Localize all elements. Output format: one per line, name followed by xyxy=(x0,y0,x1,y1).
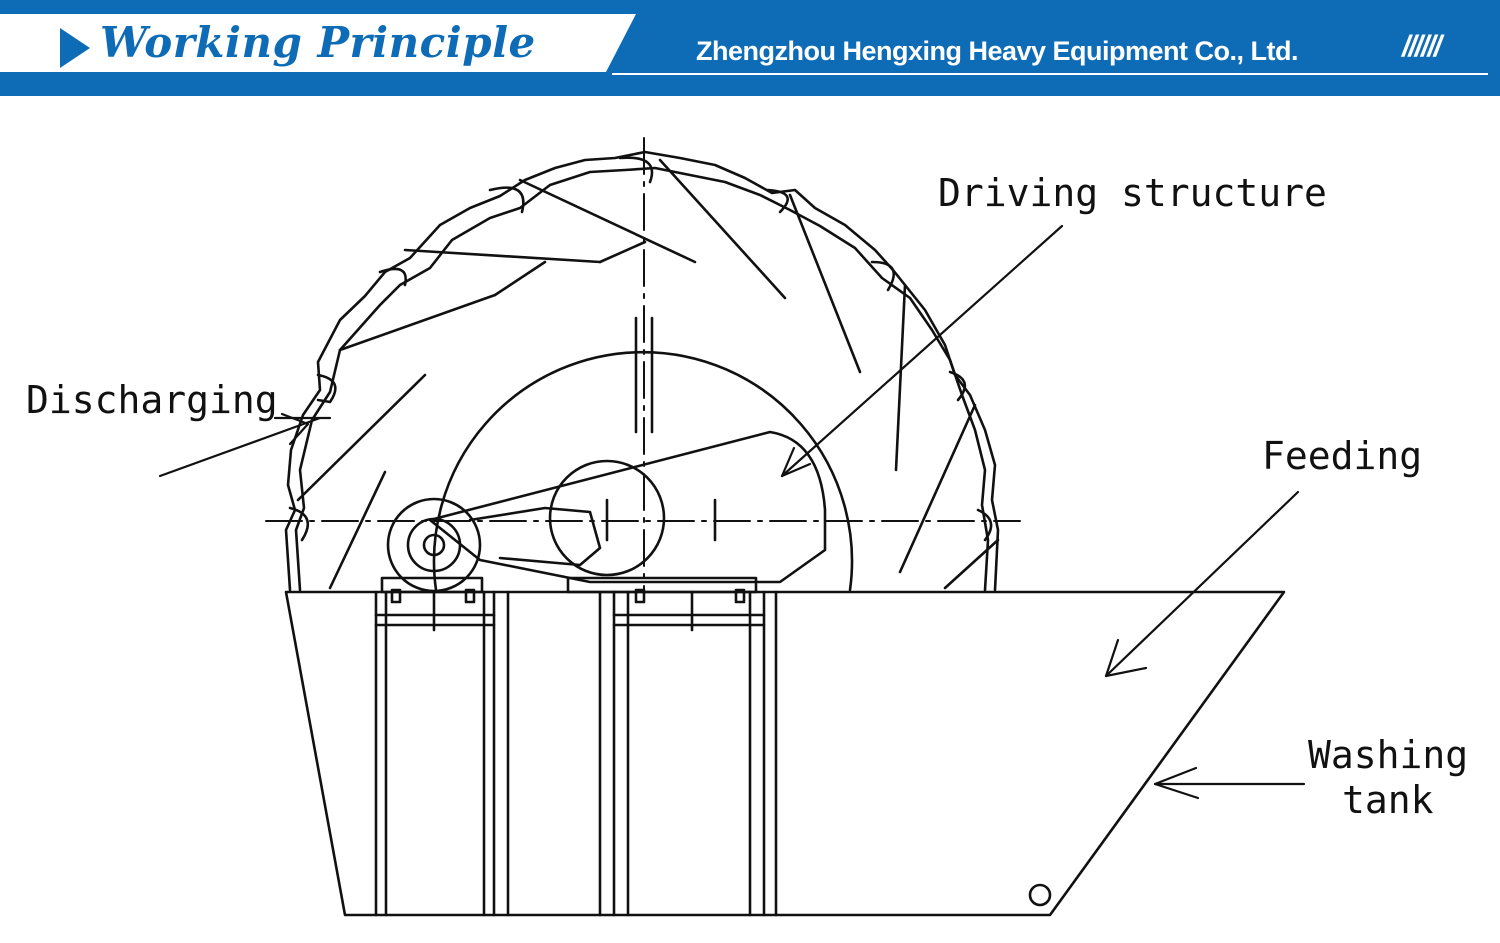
bucket-blade xyxy=(658,158,787,300)
arrow-icon xyxy=(780,224,1064,478)
label-discharging: Discharging xyxy=(26,378,278,422)
driving-structure xyxy=(380,430,827,594)
bucket-blade xyxy=(518,178,697,264)
bucket-blade xyxy=(296,373,427,502)
center-lines xyxy=(265,137,1021,591)
arrowhead xyxy=(1153,766,1200,800)
bolt-head xyxy=(734,588,746,604)
belt-housing xyxy=(428,430,827,584)
bucket-blade xyxy=(598,240,647,264)
bucket-blade xyxy=(943,538,1000,590)
annotation-arrows xyxy=(158,224,1306,800)
title-white-panel xyxy=(0,14,636,72)
bucket-notch xyxy=(948,370,967,402)
header-background xyxy=(0,0,1500,96)
tank-outline xyxy=(284,590,1286,917)
arrowhead xyxy=(280,412,310,446)
bolt-head xyxy=(390,588,402,604)
drain-port xyxy=(1028,883,1052,907)
page-title: Working Principle xyxy=(100,18,536,67)
bucket-blade xyxy=(328,470,387,590)
bucket-blade xyxy=(338,293,497,352)
motor-shaft xyxy=(422,533,446,557)
arrowhead xyxy=(1104,638,1148,678)
bolt-head xyxy=(464,588,476,604)
gear-box xyxy=(468,506,602,567)
bucket-notch xyxy=(316,373,337,404)
bucket-notch xyxy=(618,156,654,184)
label-feeding: Feeding xyxy=(1262,434,1423,478)
bucket-notch xyxy=(766,188,789,214)
bucket-notch xyxy=(976,508,993,542)
washing-tank xyxy=(284,588,1286,917)
bucket-notch xyxy=(870,260,896,292)
bucket-notch xyxy=(488,186,525,214)
bucket-blade xyxy=(493,260,547,297)
bucket-blade xyxy=(788,193,862,374)
bucket-blade xyxy=(403,248,602,264)
wheel-inner-rim xyxy=(294,166,990,592)
arrowhead xyxy=(780,446,812,478)
large-pulley xyxy=(548,459,666,577)
header-banner: Working Principle Zhengzhou Hengxing Hea… xyxy=(0,0,1500,96)
small-pulley-inner xyxy=(406,517,462,573)
label-washing: Washing xyxy=(1308,733,1469,777)
arrow-icon xyxy=(1104,490,1300,678)
play-triangle-icon xyxy=(60,28,90,68)
label-driving-structure: Driving structure xyxy=(938,171,1327,215)
bucket-blade xyxy=(894,283,907,472)
bucket-notch xyxy=(288,506,310,542)
reducer-base-plate xyxy=(566,576,758,594)
bucket-notch xyxy=(378,267,407,287)
bolt-head xyxy=(634,588,646,604)
label-tank: tank xyxy=(1342,778,1434,822)
arrow-icon xyxy=(158,416,332,478)
header-slash-decoration: ////// xyxy=(1402,30,1442,63)
bucket-blade xyxy=(898,403,977,574)
company-name: Zhengzhou Hengxing Heavy Equipment Co., … xyxy=(696,36,1299,66)
